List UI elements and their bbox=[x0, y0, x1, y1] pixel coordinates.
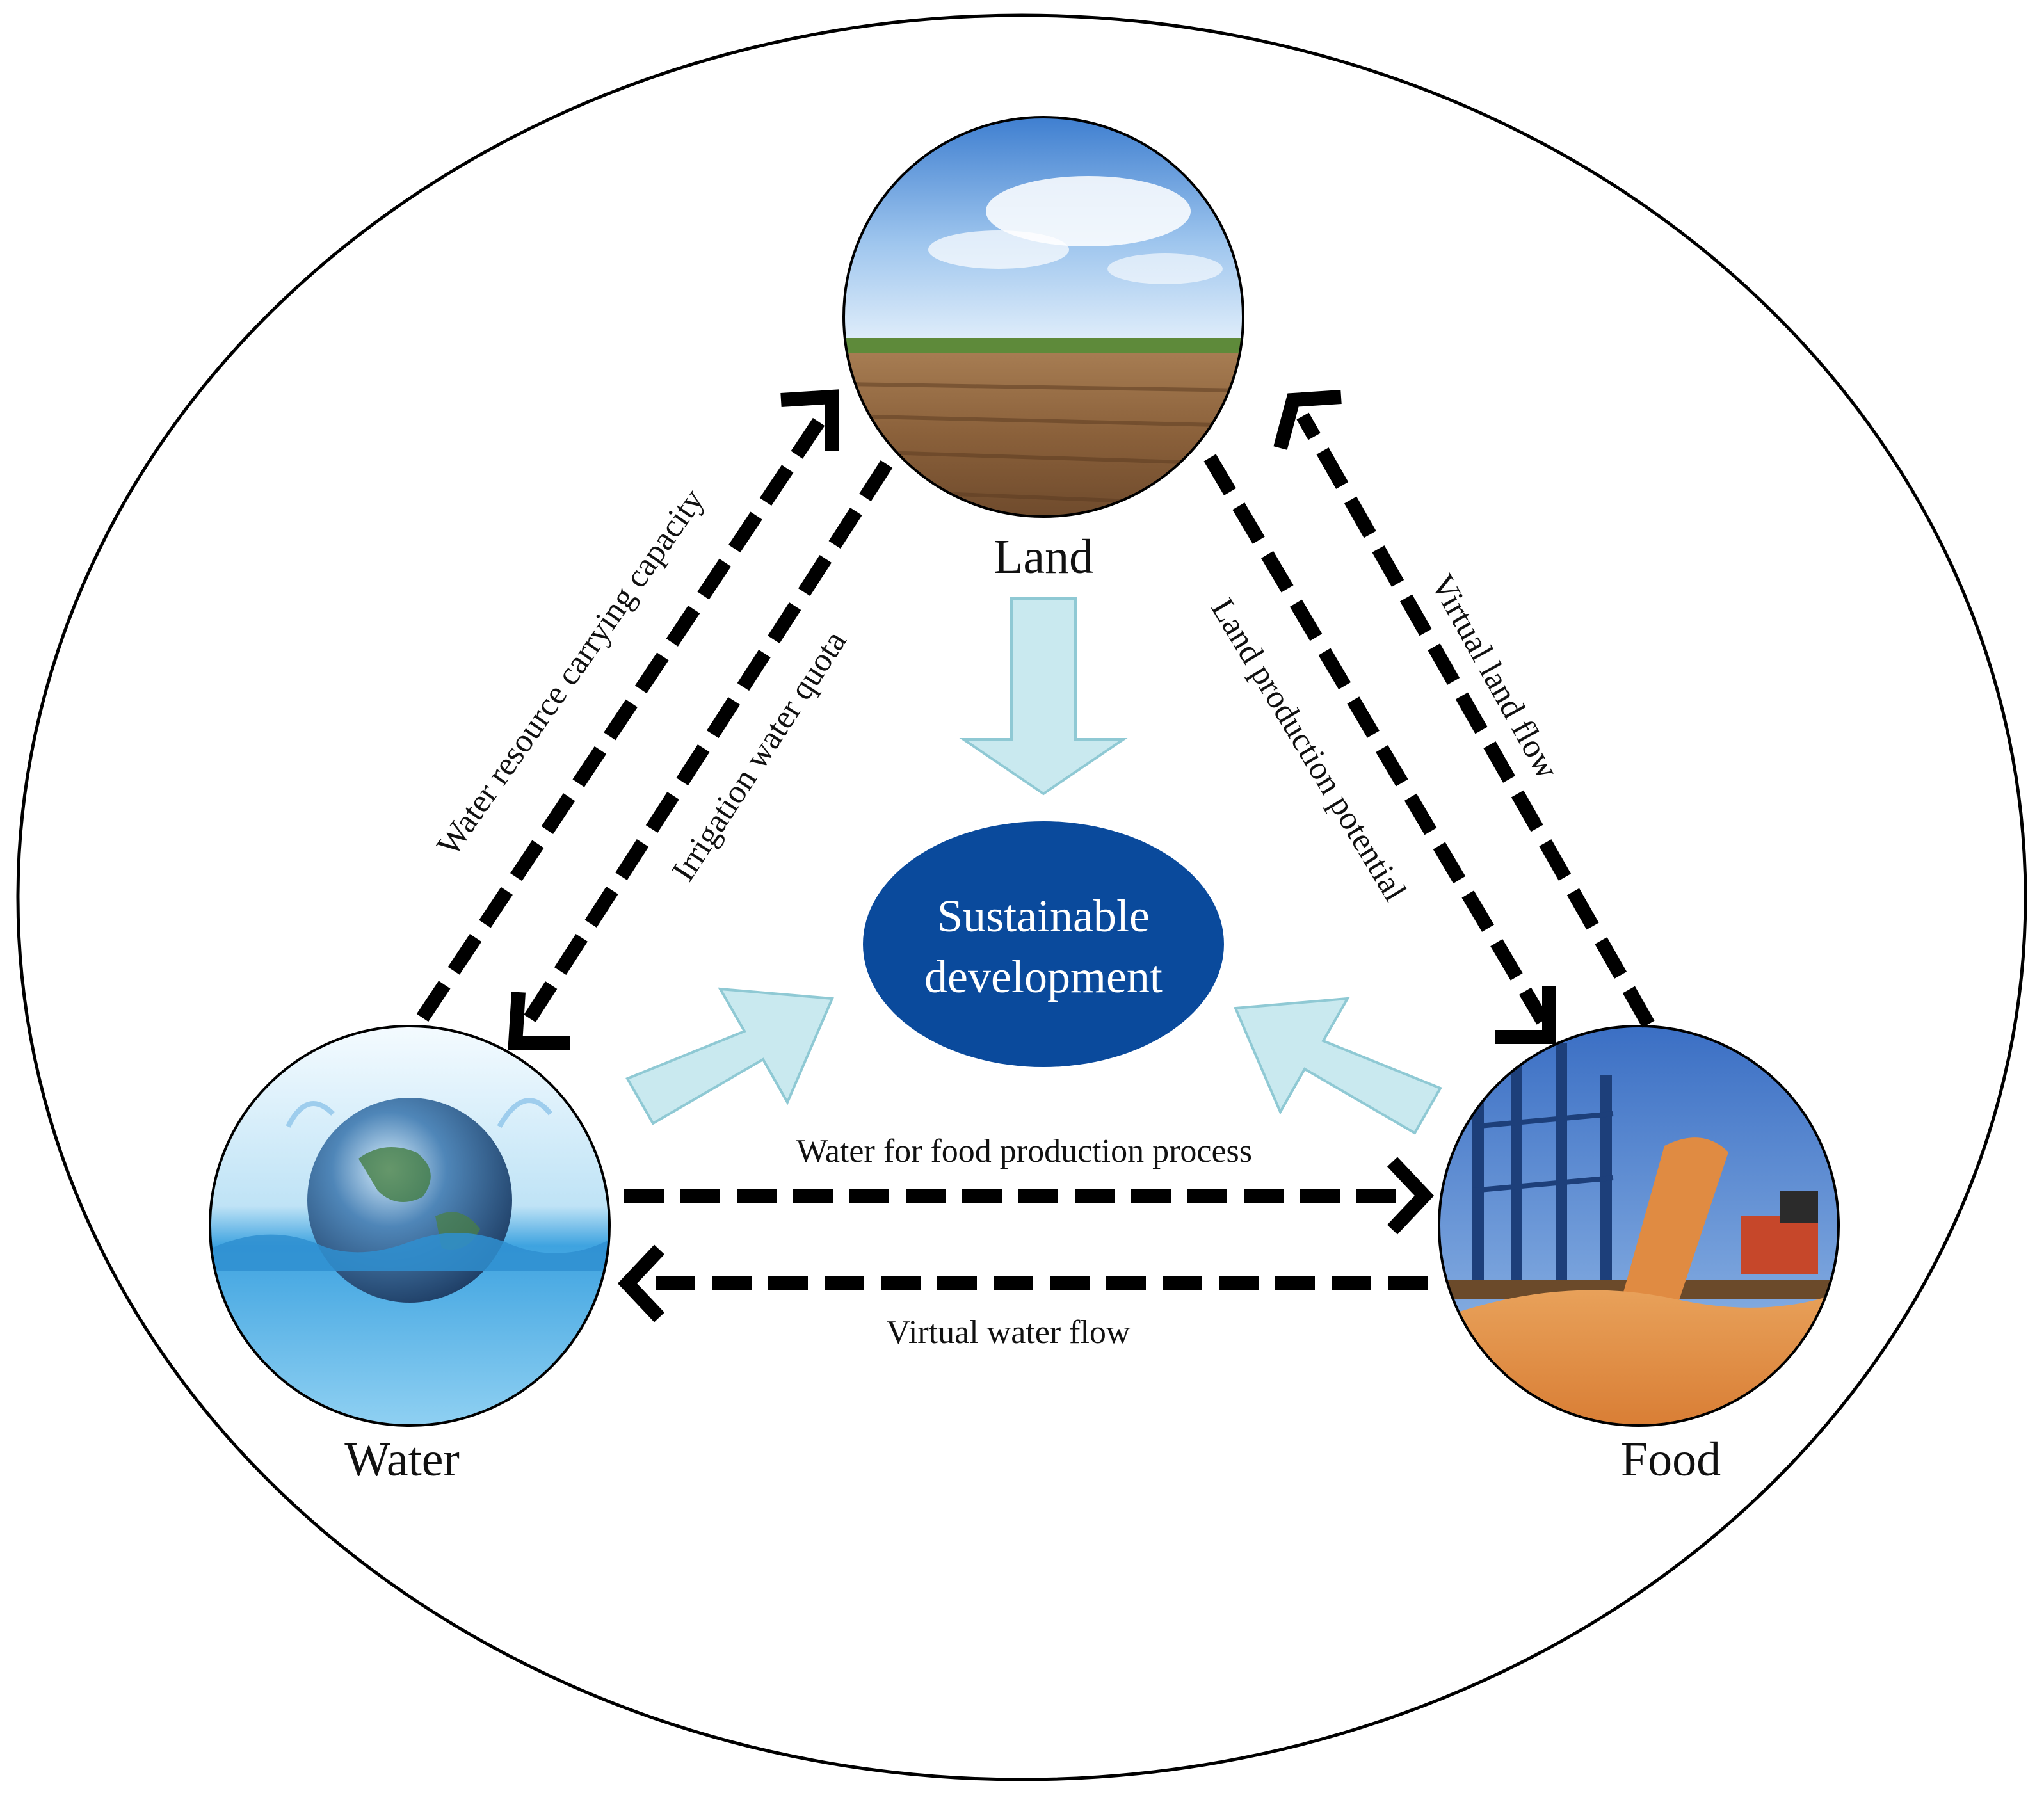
food-grain-photo bbox=[1439, 1026, 1839, 1426]
edge-label-water-for-food-production-process: Water for food production process bbox=[796, 1133, 1252, 1169]
land-label: Land bbox=[994, 530, 1093, 584]
arrow-land-to-water bbox=[508, 460, 893, 1050]
edge-label-virtual-water-flow: Virtual water flow bbox=[887, 1314, 1131, 1351]
water-node bbox=[209, 1025, 611, 1427]
water-label: Water bbox=[344, 1433, 460, 1486]
food-label: Food bbox=[1621, 1433, 1721, 1486]
arrow-food-to-water bbox=[617, 1244, 1428, 1322]
food-to-center-arrow bbox=[1234, 997, 1442, 1135]
arrow-food-to-land bbox=[1273, 390, 1655, 1028]
center-label-line1: Sustainable bbox=[937, 890, 1150, 942]
arrow-water-to-land bbox=[416, 389, 839, 1022]
center-label-line2: development bbox=[924, 951, 1163, 1002]
center-ellipse bbox=[863, 821, 1224, 1067]
water-globe-photo bbox=[210, 1026, 609, 1426]
water-to-center-arrow bbox=[625, 987, 834, 1125]
food-node bbox=[1438, 1025, 1840, 1427]
land-node bbox=[842, 116, 1244, 518]
outer-boundary bbox=[16, 13, 2027, 1781]
land-to-center-arrow bbox=[959, 597, 1128, 796]
arrow-land-to-food bbox=[1203, 454, 1556, 1044]
arrow-water-to-food bbox=[624, 1157, 1435, 1235]
